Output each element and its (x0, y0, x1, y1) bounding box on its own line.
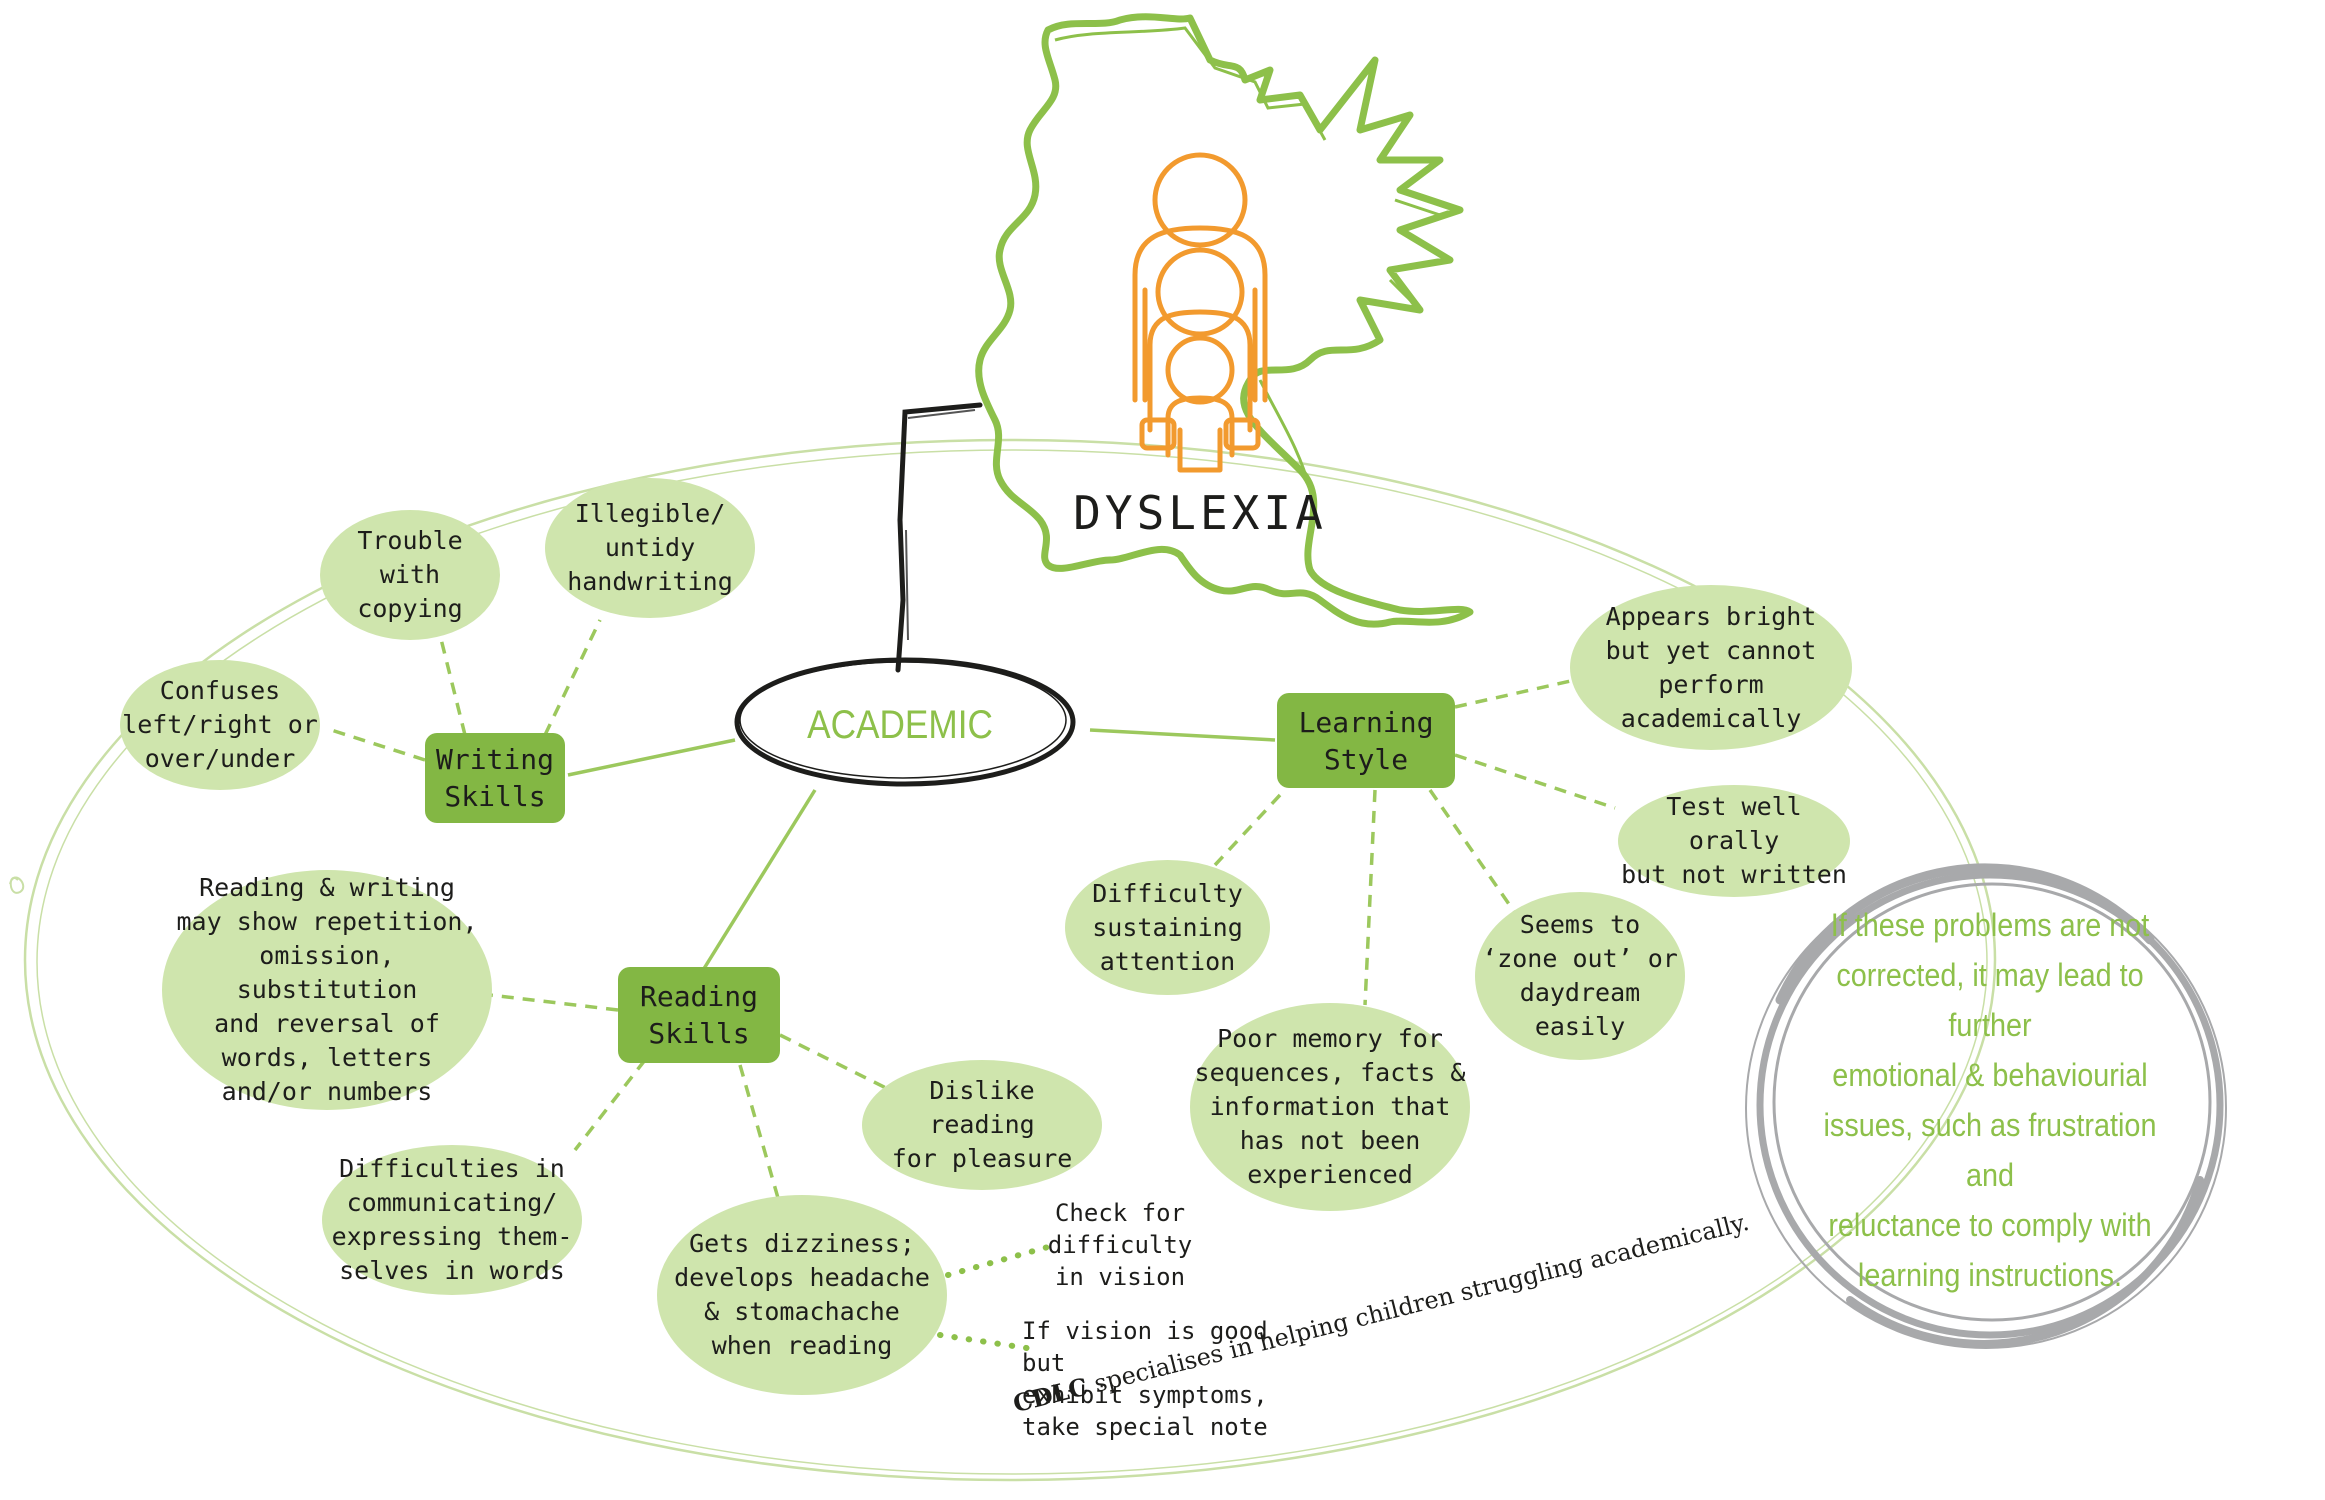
callout-text: If these problems are not corrected, it … (1823, 907, 2157, 1293)
reading-item-dislike-reading: Dislike reading for pleasure (862, 1060, 1102, 1190)
learning-item-zone-out: Seems to ‘zone out’ or daydream easily (1475, 892, 1685, 1060)
callout-ring (1745, 863, 2227, 1349)
writing-item-confuses-directions: Confuses left/right or over/under (120, 660, 320, 790)
note-special-note: If vision is good but exhibit symptoms, … (1022, 1317, 1268, 1441)
dyslexia-outline-echo (1054, 26, 1441, 491)
dyslexia-outline (975, 13, 1474, 628)
academic-center-label: ACADEMIC (807, 702, 993, 747)
left-swirl (9, 876, 25, 894)
reading-item-repetition-omission: Reading & writing may show repetition, o… (162, 870, 492, 1110)
note-check-vision: Check for difficulty in vision (1047, 1199, 1193, 1291)
reading-skills-hub: Reading Skills (618, 967, 780, 1063)
dyslexia-title: DYSLEXIA (1073, 486, 1327, 540)
learning-style-hub: Learning Style (1277, 693, 1455, 788)
academic-ellipse (734, 657, 1076, 787)
learning-item-sustaining-attention: Difficulty sustaining attention (1065, 860, 1270, 995)
learning-item-appears-bright: Appears bright but yet cannot perform ac… (1570, 585, 1852, 750)
writing-skills-hub: Writing Skills (425, 733, 565, 823)
outer-ellipse (23, 438, 1997, 1482)
reading-item-dizziness: Gets dizziness; develops headache & stom… (657, 1195, 947, 1395)
dyslexia-to-academic-connector (895, 402, 983, 673)
dotted-links (937, 1242, 1058, 1353)
writing-item-trouble-copying: Trouble with copying (320, 510, 500, 640)
dashed-links (324, 619, 1616, 1206)
center-links (567, 728, 1276, 976)
family-figures-icon (1132, 152, 1268, 473)
outer-ellipse-inner (36, 449, 1988, 1475)
reading-item-communicating: Difficulties in communicating/ expressin… (322, 1145, 582, 1295)
learning-item-test-orally: Test well orally but not written (1618, 785, 1850, 897)
writing-item-illegible-handwriting: Illegible/ untidy handwriting (545, 478, 755, 618)
learning-item-poor-memory: Poor memory for sequences, facts & infor… (1190, 1003, 1470, 1211)
